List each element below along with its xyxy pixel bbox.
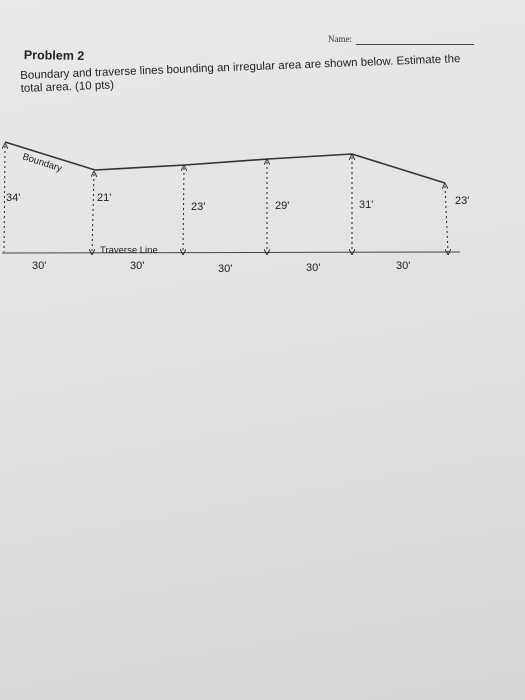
spacing-label-3: 30' (218, 263, 232, 275)
offset-label-4: 29' (275, 200, 289, 212)
offset-lines (4, 146, 448, 252)
boundary-line (4, 141, 446, 184)
boundary-label: Boundary (21, 151, 63, 174)
spacing-label-2: 30' (130, 260, 144, 272)
spacing-label-1: 30' (32, 260, 46, 272)
name-blank-line (356, 44, 474, 45)
offset-label-6: 23' (455, 195, 469, 207)
offset-line-1 (4, 146, 5, 253)
offset-line-6 (445, 186, 448, 252)
spacing-label-5: 30' (396, 260, 410, 272)
offset-line-3 (183, 168, 184, 252)
offset-label-5: 31' (359, 199, 373, 211)
offset-label-3: 23' (191, 201, 205, 213)
problem-title: Problem 2 (23, 48, 85, 64)
area-diagram: Boundary 34' 21' 23' 29' 31' 23' Travers… (0, 141, 469, 275)
offset-label-2: 21' (97, 192, 111, 204)
offset-label-1: 34' (6, 192, 20, 204)
problem-text: Boundary and traverse lines bounding an … (20, 53, 461, 95)
traverse-label: Traverse Line (100, 245, 158, 256)
traverse-line (1, 251, 461, 254)
offset-line-2 (92, 174, 94, 252)
spacing-label-4: 30' (306, 262, 320, 274)
name-label: Name: (328, 34, 352, 44)
